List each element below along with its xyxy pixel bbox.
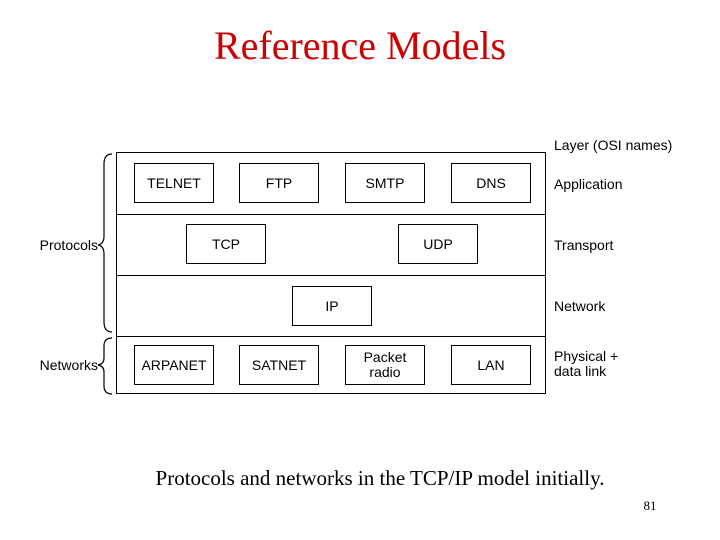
layer-label-application: Application [554,176,623,192]
protocol-box-ip: IP [292,286,372,326]
network-box-satnet: SATNET [239,345,319,385]
layer-label-transport: Transport [554,237,614,253]
physical-line1: Physical + [554,348,619,364]
protocol-box-telnet: TELNET [134,163,214,203]
network-box-arpanet: ARPANET [134,345,214,385]
physical-line2: data link [554,363,607,379]
tcpip-layer-diagram: TELNET FTP SMTP DNS TCP UDP IP ARPANET S… [116,152,546,394]
slide-title: Reference Models [213,23,507,68]
page-number: 81 [643,498,657,513]
layer-label-physical: Physical + data link [554,349,618,379]
network-box-packet-radio: Packet radio [345,345,425,385]
protocol-box-udp: UDP [398,224,478,264]
networks-label: Networks [39,357,98,373]
protocol-box-smtp: SMTP [345,163,425,203]
layer-header: Layer (OSI names) [554,137,673,153]
row-divider [117,275,545,276]
protocols-bracket [97,153,113,333]
protocol-box-tcp: TCP [186,224,266,264]
network-box-lan: LAN [451,345,531,385]
protocol-box-dns: DNS [451,163,531,203]
protocols-label: Protocols [39,237,98,253]
networks-bracket [97,337,113,395]
packet-radio-line2: radio [369,364,401,380]
figure-caption: Protocols and networks in the TCP/IP mod… [155,466,605,490]
row-divider [117,336,545,337]
layer-label-network: Network [554,298,606,314]
packet-radio-line1: Packet [363,349,407,365]
row-divider [117,214,545,215]
protocol-box-ftp: FTP [239,163,319,203]
